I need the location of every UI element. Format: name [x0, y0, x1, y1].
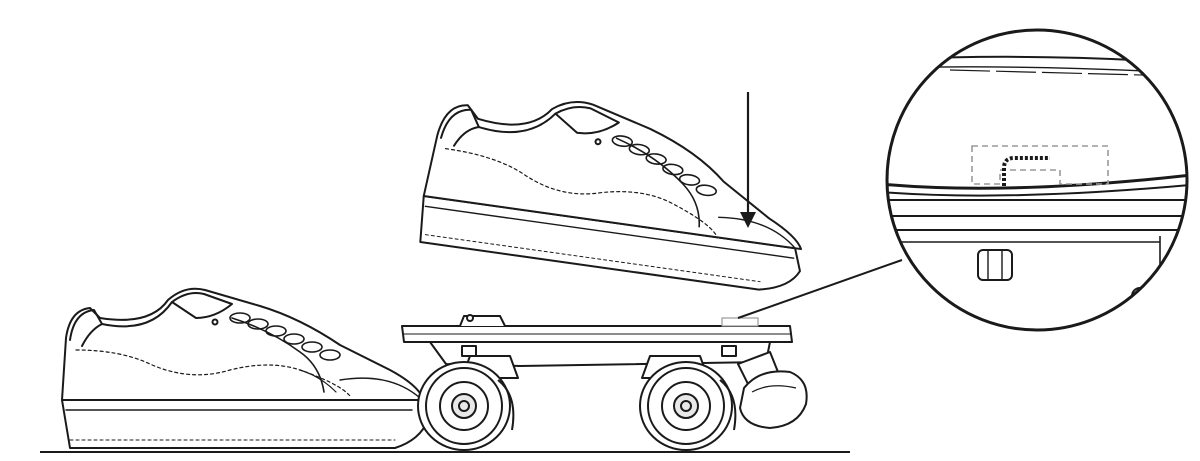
shoe-laces	[611, 135, 718, 197]
shoe-on-ground	[61, 287, 429, 449]
detail-magnifier-circle	[885, 28, 1189, 332]
front-wheel	[417, 361, 515, 451]
shoe-upper	[61, 287, 425, 401]
down-arrow	[740, 92, 756, 228]
hidden-sensor-outline	[971, 145, 1109, 185]
toe-stop	[738, 370, 808, 430]
plate-sensor-marker	[721, 317, 759, 327]
shoe-laces	[229, 312, 341, 361]
shoe-upper	[422, 101, 803, 251]
leader-line	[737, 259, 903, 319]
rear-wheel	[639, 361, 737, 451]
shoe-pressing-down	[419, 101, 803, 291]
sensor-wire	[1002, 156, 1050, 186]
